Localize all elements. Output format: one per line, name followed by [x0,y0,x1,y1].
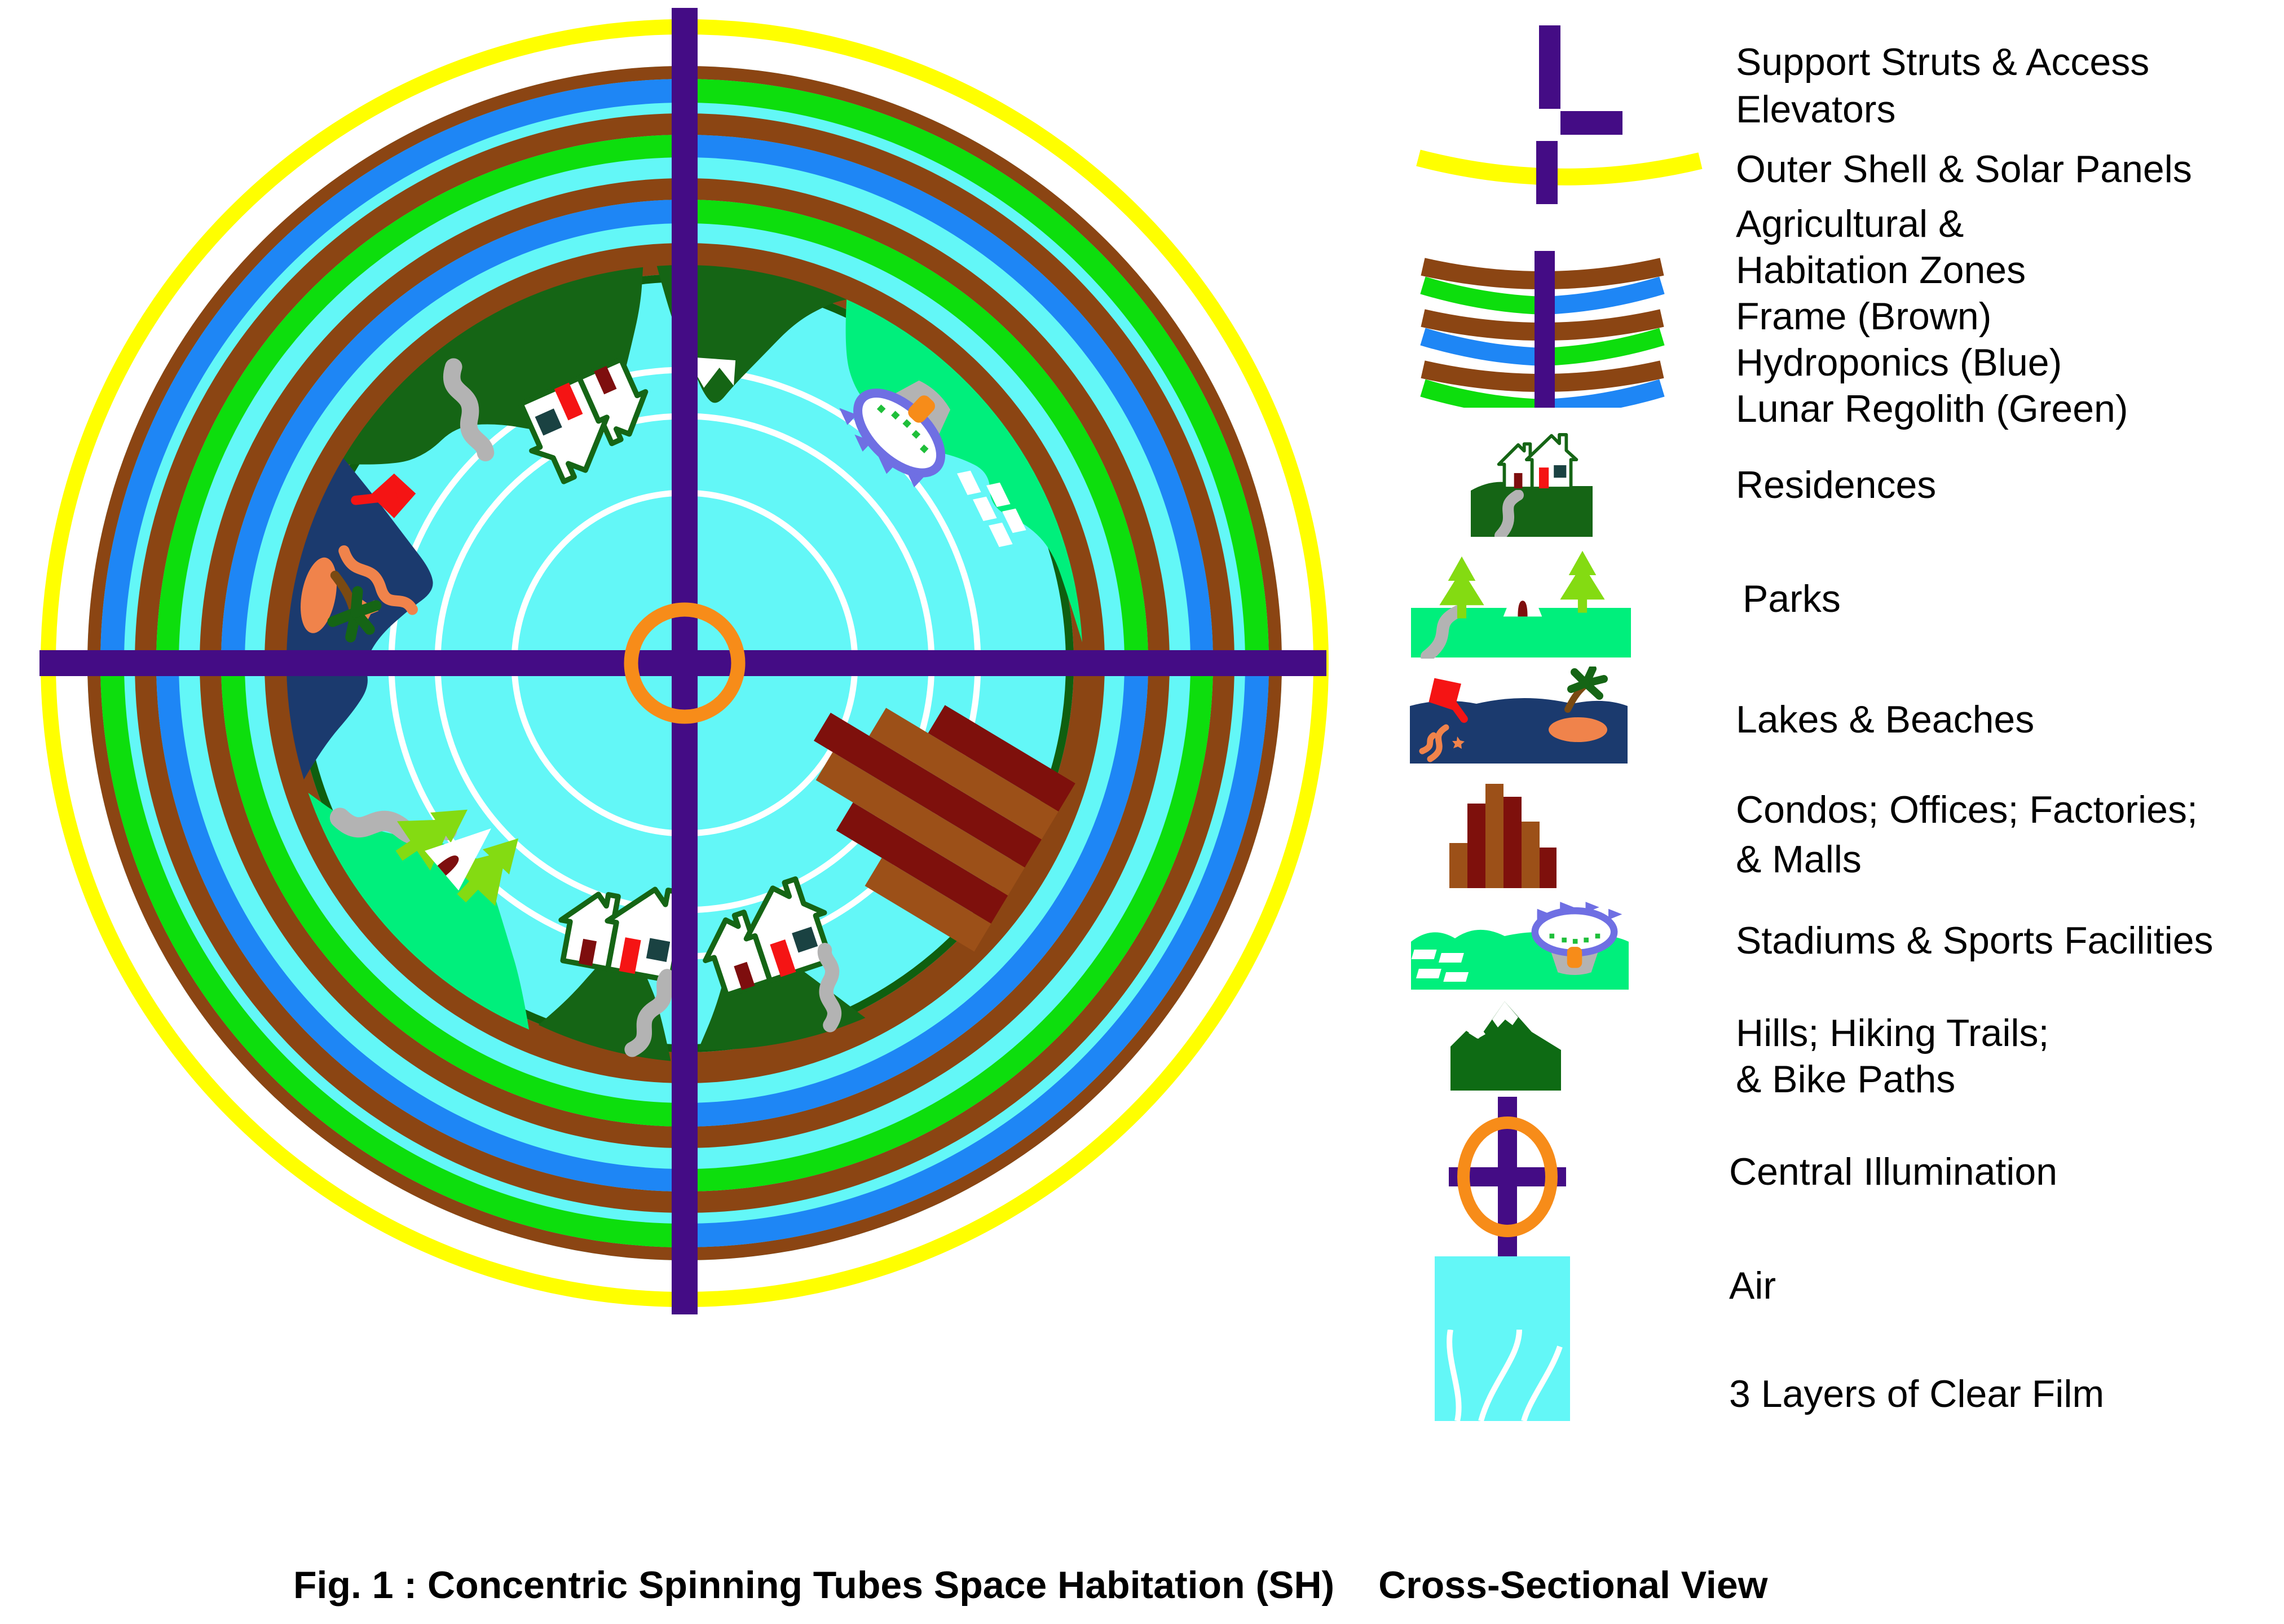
legend-label: Parks [1743,577,1841,620]
legend-label: 3 Layers of Clear Film [1729,1373,2105,1415]
legend-label: Stadiums & Sports Facilities [1736,919,2214,962]
legend-label: Elevators [1736,88,1896,131]
stadiums-icon [1411,898,1629,990]
legend-label: Habitation Zones [1736,249,2026,292]
legend-label: Condos; Offices; Factories; [1736,788,2198,831]
regolith-arc-2-q2 [156,135,685,664]
legend-label: Central Illumination [1729,1150,2058,1193]
legend-label: Lunar Regolith (Green) [1736,387,2128,430]
support-struts-icon [1539,25,1622,135]
legend-label: Hydroponics (Blue) [1736,341,2062,384]
caption-subtitle: Cross-Sectional View [1378,1564,1768,1607]
figure-caption: Fig. 1 : Concentric Spinning Tubes Space… [293,1563,1768,1607]
legend-label: & Malls [1736,838,1862,881]
regolith-arc-2-q4 [684,663,1213,1191]
legend-label: Lakes & Beaches [1736,698,2035,741]
legend-label: Support Struts & Access [1736,41,2150,83]
clear-film-icon [1435,1330,1570,1421]
hills-icon [1450,1001,1561,1091]
legend-label: Air [1729,1264,1776,1307]
legend-label: Frame (Brown) [1736,295,1992,338]
hydroponics-arc-2-q3 [156,663,685,1191]
park-ne [845,299,1083,643]
legend-label: Agricultural & [1736,202,1964,245]
regolith-arc-1-q1 [684,79,1269,664]
regolith-arc-3-q1 [684,200,1148,664]
legend-label: Hills; Hiking Trails; [1736,1012,2049,1054]
lakes-beaches-icon [1410,667,1628,764]
hydroponics-arc-2-q1 [684,135,1213,664]
agricultural-zones-icon [1420,251,1665,408]
park-sw [308,792,530,1030]
caption-title: Fig. 1 : Concentric Spinning Tubes Space… [293,1564,1335,1607]
central-illumination-icon [1449,1097,1566,1266]
hydroponics-arc-3-q2 [221,200,685,664]
legend-label: & Bike Paths [1736,1058,1956,1101]
condos-icon [1449,784,1557,888]
central-illumination-ring [624,602,746,724]
residences-icon [1471,430,1593,537]
hydroponics-arc-1-q2 [100,79,685,664]
legend-label: Residences [1736,464,1937,506]
regolith-arc-1-q3 [100,663,685,1247]
outer-shell-icon [1416,141,1703,204]
regolith-arc-3-q3 [221,663,685,1127]
hydroponics-arc-3-q4 [684,663,1148,1127]
parks-icon [1411,550,1631,659]
support-strut-vertical [672,8,698,1314]
hydroponics-arc-1-q4 [684,663,1269,1247]
air-icon [1435,1256,1570,1335]
legend-label: Outer Shell & Solar Panels [1736,148,2192,191]
beach-island-w [301,557,337,633]
habitat-wheel [39,8,1329,1314]
